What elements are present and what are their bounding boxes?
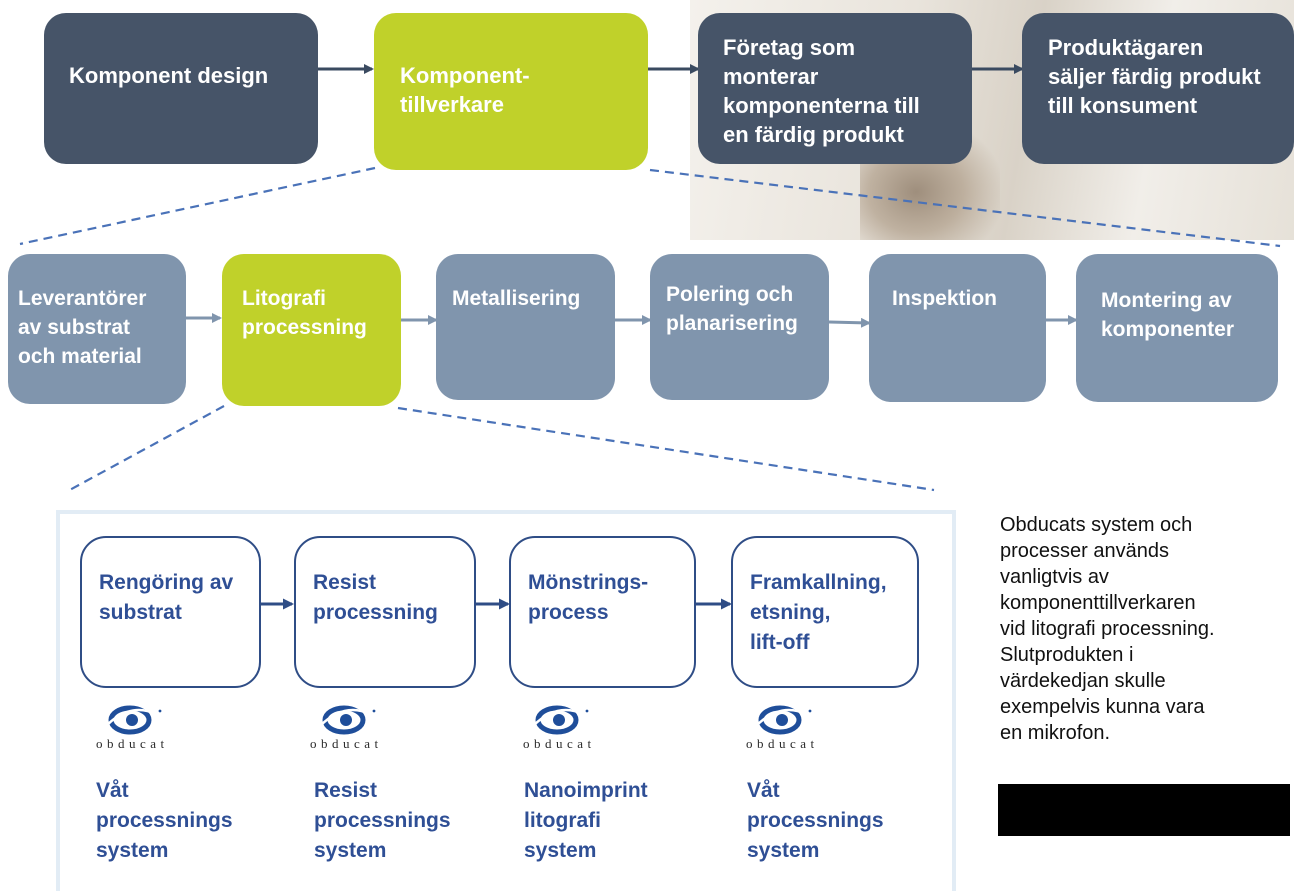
mid-box-label: Leverantörer av substrat och material: [18, 287, 147, 368]
obducat-logo-text: obducat: [96, 736, 169, 751]
zoom-line-mid-right: [397, 406, 935, 492]
process-step-resist: Resist processning: [294, 536, 476, 688]
obducat-logo: obducat: [521, 700, 619, 756]
obducat-logo-text: obducat: [523, 736, 596, 751]
obducat-logo: obducat: [308, 700, 406, 756]
process-step-cleaning: Rengöring av substrat: [80, 536, 261, 688]
process-step-development: Framkallning, etsning, lift-off: [731, 536, 919, 688]
obducat-eye-icon: [319, 705, 376, 735]
top-box-product-owner: Produktägaren säljer färdig produkt till…: [1022, 13, 1294, 164]
top-box-label: Företag som monterar komponenterna till …: [723, 35, 920, 147]
system-label-wet-2: Våt processnings system: [747, 779, 884, 862]
mid-box-label: Litografi processning: [242, 287, 367, 339]
process-step-label: Resist processning: [313, 571, 438, 624]
obducat-eye-icon: [105, 705, 162, 735]
obducat-logo-text: obducat: [310, 736, 383, 751]
process-step-label: Mönstrings- process: [528, 571, 649, 624]
arrow-mid-4: [828, 317, 871, 328]
mid-box-label: Montering av komponenter: [1101, 289, 1235, 341]
obducat-logo: obducat: [94, 700, 192, 756]
redacted-box: [998, 784, 1290, 836]
obducat-logo-text: obducat: [746, 736, 819, 751]
mid-box-assembly: Montering av komponenter: [1076, 254, 1278, 402]
mid-box-suppliers: Leverantörer av substrat och material: [8, 254, 186, 404]
process-step-label: Framkallning, etsning, lift-off: [750, 571, 887, 654]
mid-box-label: Polering och planarisering: [666, 283, 798, 335]
process-step-label: Rengöring av substrat: [99, 571, 234, 624]
side-note: Obducats system och processer används va…: [1000, 514, 1215, 744]
system-label-wet: Våt processnings system: [96, 779, 233, 862]
top-box-label: Komponent- tillverkare: [400, 63, 530, 117]
mid-box-inspection: Inspektion: [869, 254, 1046, 402]
obducat-eye-icon: [755, 705, 812, 735]
obducat-logo: obducat: [744, 700, 842, 756]
mid-box-metallization: Metallisering: [436, 254, 615, 400]
mid-box-label: Metallisering: [452, 287, 581, 310]
top-box-assembler: Företag som monterar komponenterna till …: [698, 13, 972, 164]
top-box-component-design: Komponent design: [44, 13, 318, 164]
process-step-patterning: Mönstrings- process: [509, 536, 696, 688]
zoom-line-mid-left: [65, 405, 225, 493]
zoom-line-top-right: [649, 168, 1281, 248]
zoom-line-top-left: [19, 166, 376, 246]
mid-box-lithography: Litografi processning: [222, 254, 401, 406]
obducat-eye-icon: [532, 705, 589, 735]
top-box-component-manufacturer: Komponent- tillverkare: [374, 13, 648, 170]
top-box-label: Komponent design: [69, 63, 269, 88]
mid-box-label: Inspektion: [892, 287, 998, 310]
system-label-nanoimprint: Nanoimprint litografi system: [524, 779, 648, 862]
mid-box-polishing: Polering och planarisering: [650, 254, 829, 400]
system-label-resist: Resist processnings system: [314, 779, 451, 862]
top-box-label: Produktägaren säljer färdig produkt till…: [1048, 35, 1261, 118]
